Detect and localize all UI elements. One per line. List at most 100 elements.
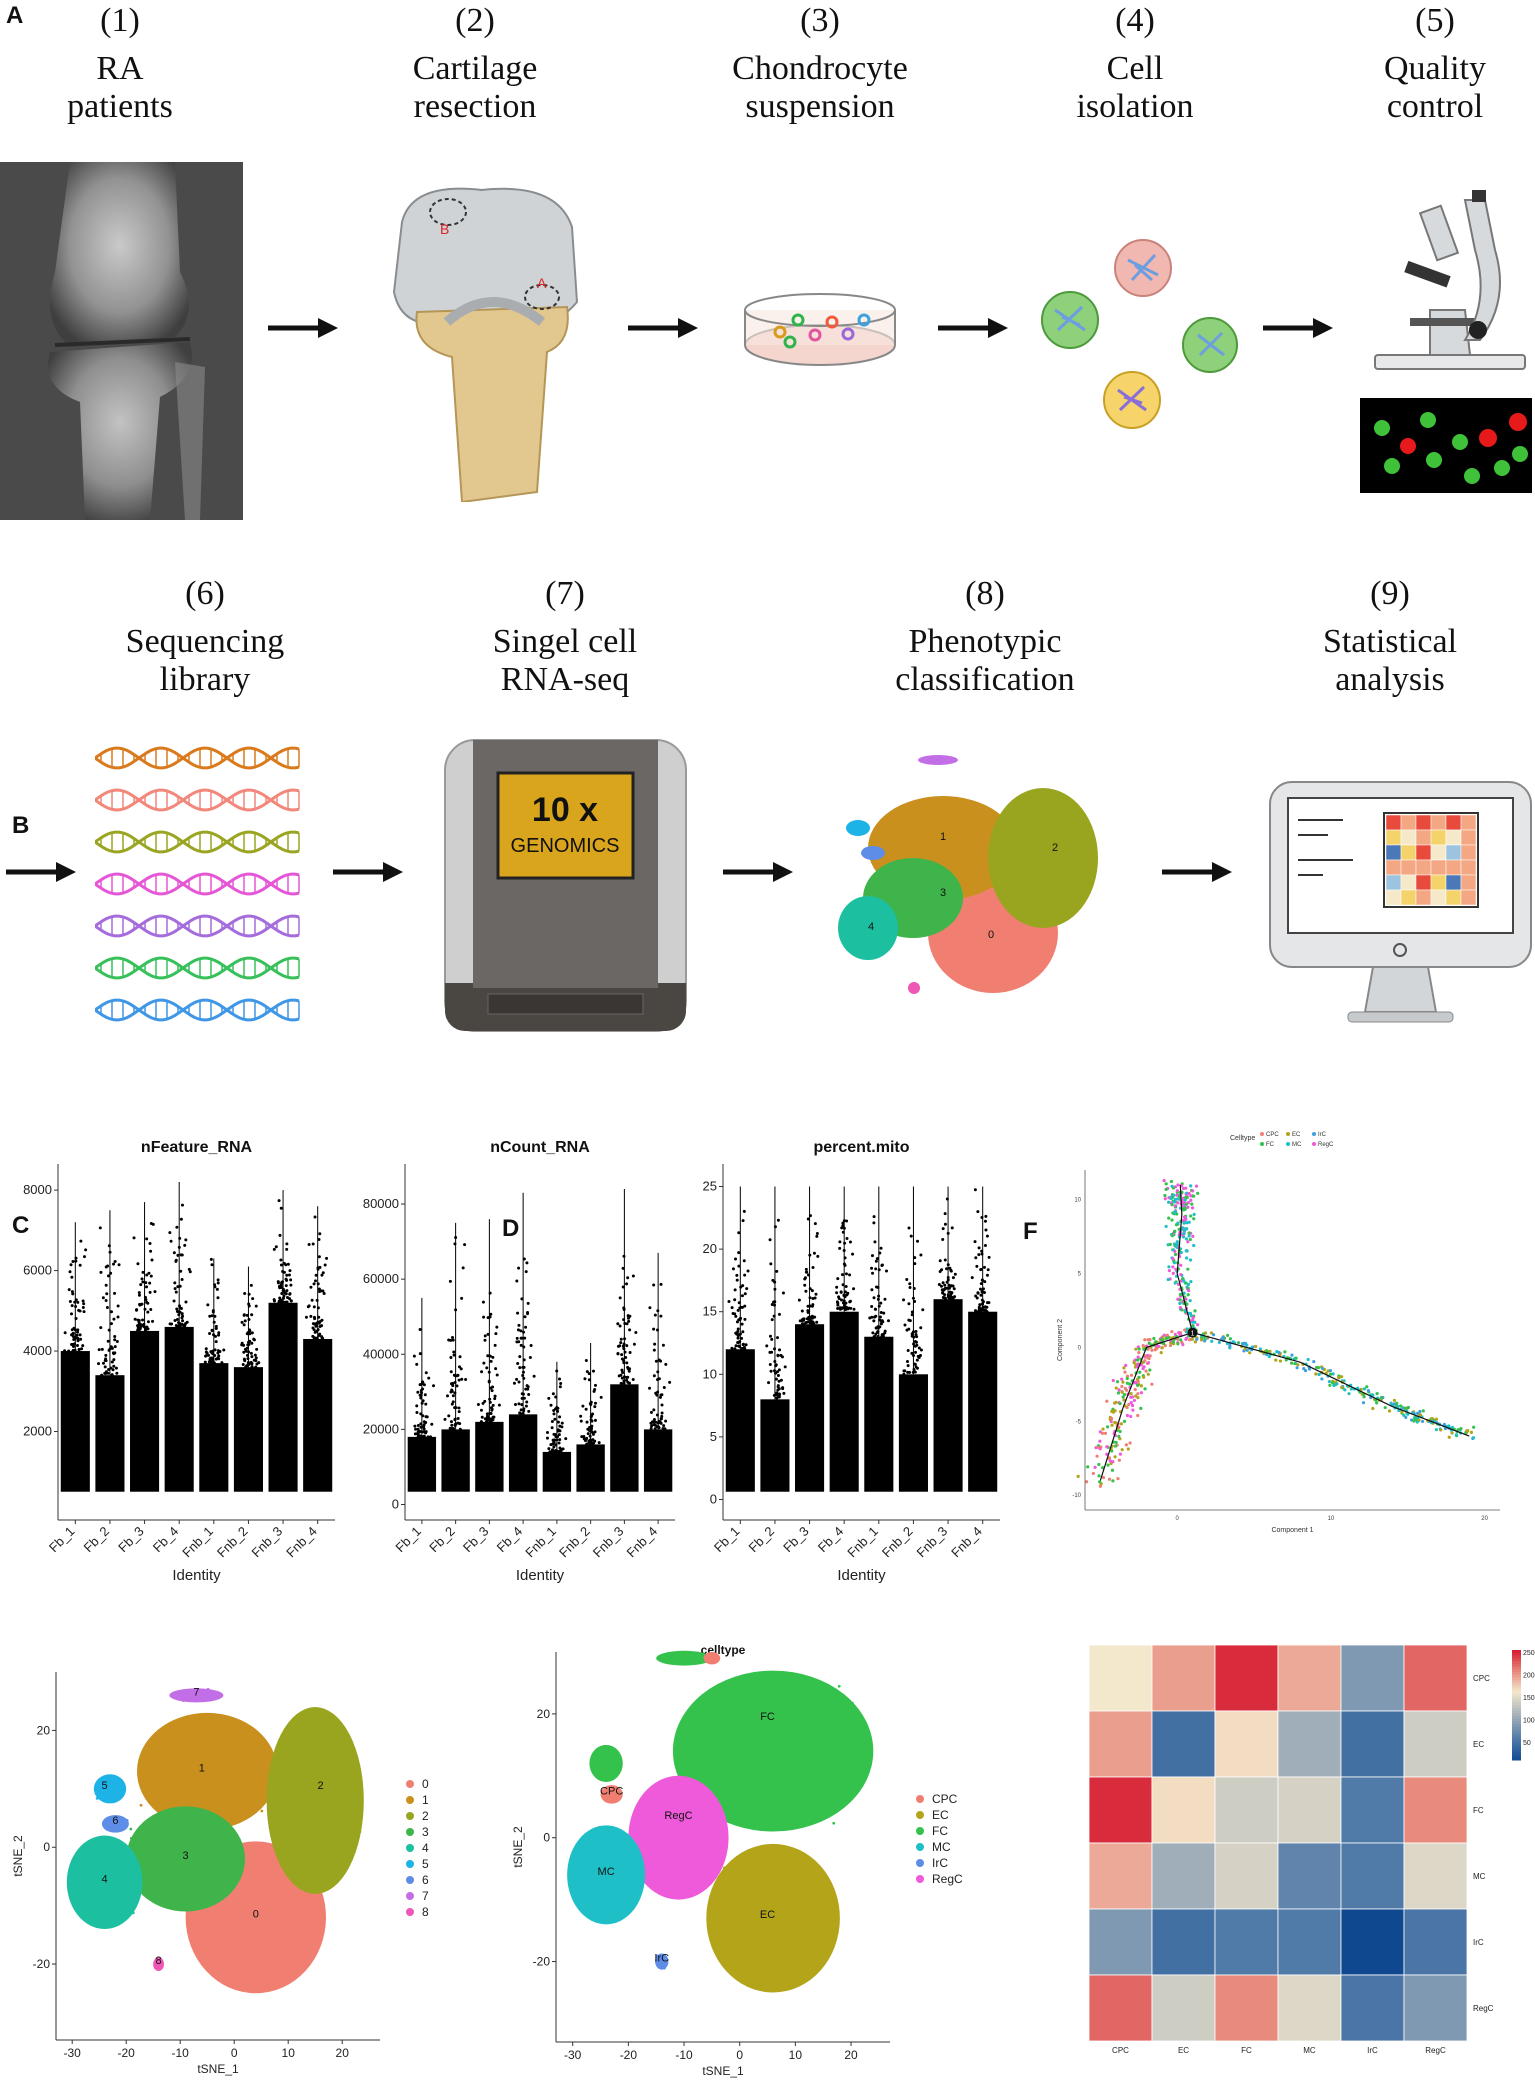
data-point	[479, 1420, 483, 1424]
step-2-title-line2: resection	[413, 88, 537, 125]
data-point	[185, 1764, 189, 1768]
data-point	[734, 1314, 738, 1318]
data-point	[772, 1944, 776, 1948]
data-point	[979, 1287, 983, 1291]
data-point	[335, 1803, 339, 1807]
data-point	[781, 1760, 784, 1764]
data-point	[982, 1265, 986, 1269]
data-point	[835, 1291, 839, 1295]
violin-body	[542, 1451, 572, 1492]
data-point	[736, 1329, 740, 1333]
cell-point	[1097, 1462, 1101, 1467]
cell-point	[1399, 1404, 1403, 1408]
data-point	[522, 1358, 526, 1362]
petri-dish-icon	[744, 293, 896, 366]
cell-point	[1293, 1362, 1297, 1366]
data-point	[206, 1771, 210, 1774]
data-point	[556, 1435, 560, 1439]
data-point	[941, 1281, 945, 1285]
data-point	[137, 1323, 141, 1327]
data-point	[628, 1890, 632, 1893]
data-point	[816, 1713, 820, 1717]
cell-point	[1210, 1339, 1214, 1343]
data-point	[76, 1330, 80, 1334]
data-point	[879, 1246, 883, 1250]
dna-library-icon	[95, 746, 300, 1022]
cluster-label: 8	[156, 1955, 162, 1967]
data-point	[814, 1292, 818, 1296]
data-point	[806, 1273, 810, 1277]
data-point	[247, 1350, 251, 1354]
data-point	[489, 1406, 493, 1410]
data-point	[284, 1284, 288, 1288]
data-point	[248, 1954, 252, 1958]
cell-point	[1175, 1240, 1179, 1244]
data-point	[774, 1364, 778, 1368]
data-point	[660, 1403, 664, 1407]
violin-body	[233, 1367, 263, 1492]
data-point	[593, 1867, 597, 1871]
data-point	[459, 1367, 463, 1371]
data-point	[911, 1296, 915, 1300]
data-point	[147, 1271, 151, 1275]
data-point	[283, 1891, 287, 1895]
data-point	[206, 1353, 210, 1357]
data-point	[221, 1782, 225, 1786]
cell-point	[1472, 1425, 1476, 1429]
data-point	[99, 1326, 103, 1330]
cell-point	[1122, 1366, 1126, 1370]
data-point	[161, 1748, 165, 1752]
data-point	[245, 1926, 249, 1930]
data-point	[458, 1422, 462, 1426]
data-point	[710, 1707, 714, 1711]
violin-body	[407, 1436, 437, 1492]
data-point	[235, 1780, 238, 1784]
data-point	[718, 1711, 722, 1715]
data-point	[253, 1353, 257, 1357]
cell-point	[1172, 1261, 1177, 1265]
data-point	[321, 1289, 325, 1293]
data-point	[588, 1402, 592, 1406]
data-point	[652, 1283, 656, 1287]
data-point	[737, 1318, 741, 1322]
data-point	[807, 1920, 811, 1923]
data-point	[594, 1751, 598, 1755]
data-point	[78, 1333, 82, 1337]
data-point	[263, 1776, 267, 1780]
data-point	[312, 1848, 316, 1852]
data-point	[93, 1874, 97, 1877]
data-point	[754, 1958, 757, 1962]
quality-control-image	[1360, 398, 1532, 493]
data-point	[670, 1837, 674, 1840]
data-point	[220, 1361, 224, 1365]
y-tick-label: 60000	[363, 1271, 399, 1286]
data-point	[70, 1304, 74, 1308]
data-point	[733, 1347, 737, 1351]
data-point	[114, 1855, 118, 1859]
legend-label: 6	[422, 1873, 429, 1887]
data-point	[776, 1373, 780, 1377]
data-point	[515, 1336, 519, 1340]
data-point	[311, 1817, 314, 1821]
colorbar-segment	[1512, 1729, 1521, 1733]
cell-point	[1139, 1391, 1144, 1395]
data-point	[323, 1758, 327, 1762]
cell-point	[1294, 1356, 1298, 1360]
arrow-icon	[333, 862, 403, 882]
cell-point	[1113, 1401, 1117, 1405]
heatmap-cell	[1403, 1710, 1468, 1778]
data-point	[89, 1886, 93, 1890]
data-point	[816, 1876, 820, 1880]
data-point	[667, 1812, 670, 1816]
data-point	[907, 1302, 911, 1306]
cell-point	[1349, 1387, 1354, 1391]
data-point	[81, 1344, 85, 1348]
cell-point	[1111, 1378, 1115, 1383]
data-point	[259, 1932, 263, 1936]
data-point	[217, 1331, 221, 1335]
data-point	[279, 1263, 283, 1267]
cell-point	[1136, 1392, 1140, 1396]
cell-point	[1169, 1179, 1173, 1184]
data-point	[659, 1393, 663, 1397]
data-point	[946, 1278, 950, 1282]
